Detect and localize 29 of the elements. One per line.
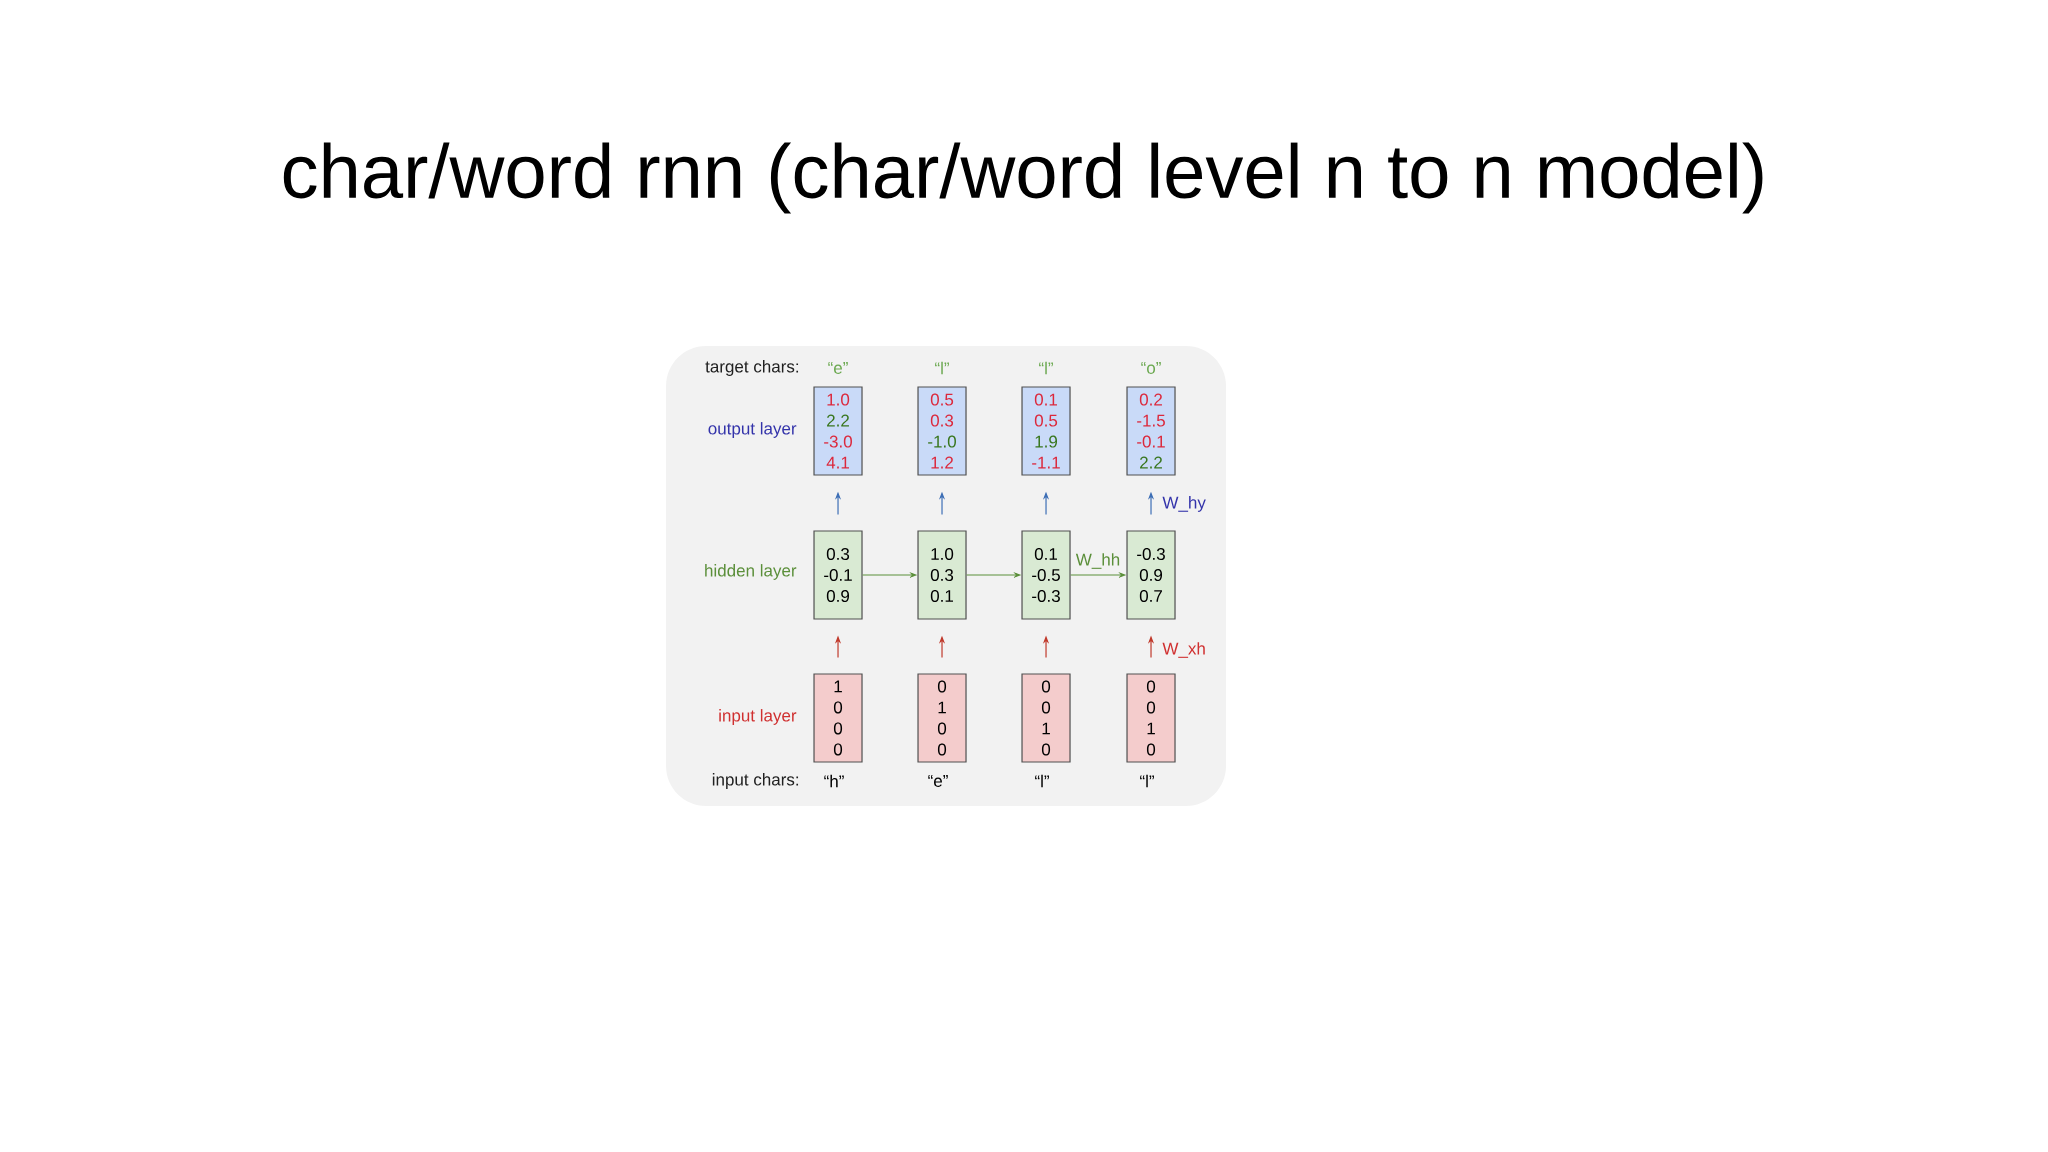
char-label: “l”: [1039, 361, 1053, 375]
vector-box: 1.0 0.3 0.1: [917, 530, 967, 620]
edge-label: W_xh: [1160, 640, 1208, 660]
vector-box: -0.3 0.9 0.7: [1126, 530, 1176, 620]
row-label: output layer: [708, 422, 797, 438]
row-label: input layer: [719, 709, 797, 725]
vector-box: 1.0 2.2 -3.0 4.1: [813, 386, 863, 476]
char-label: “l”: [935, 361, 949, 375]
char-label: “o”: [1141, 362, 1161, 374]
vector-box: 0.1 -0.5 -0.3: [1021, 530, 1071, 620]
row-label: input chars:: [712, 773, 799, 789]
vector-box: 0 0 1 0: [1021, 673, 1071, 763]
char-label: “l”: [1035, 774, 1049, 788]
char-label: “h”: [824, 774, 844, 788]
vector-box: 0.2 -1.5 -0.1 2.2: [1126, 386, 1176, 476]
edge-label: W_hy: [1160, 494, 1208, 514]
vector-box: 0.1 0.5 1.9 -1.1: [1021, 386, 1071, 476]
title: char/word rnn (char/word level n to n model): [283, 142, 1763, 214]
char-label: “e”: [828, 362, 848, 374]
edge-label: W_hh: [1073, 551, 1123, 571]
row-label: hidden layer: [705, 564, 797, 580]
char-label: “e”: [928, 775, 948, 787]
vector-box: 0 0 1 0: [1126, 673, 1176, 763]
vector-box: 1 0 0 0: [813, 673, 863, 763]
vector-box: 0 1 0 0: [917, 673, 967, 763]
vector-box: 0.5 0.3 -1.0 1.2: [917, 386, 967, 476]
char-label: “l”: [1140, 774, 1154, 788]
vector-box: 0.3 -0.1 0.9: [813, 530, 863, 620]
row-label: target chars:: [705, 360, 799, 376]
